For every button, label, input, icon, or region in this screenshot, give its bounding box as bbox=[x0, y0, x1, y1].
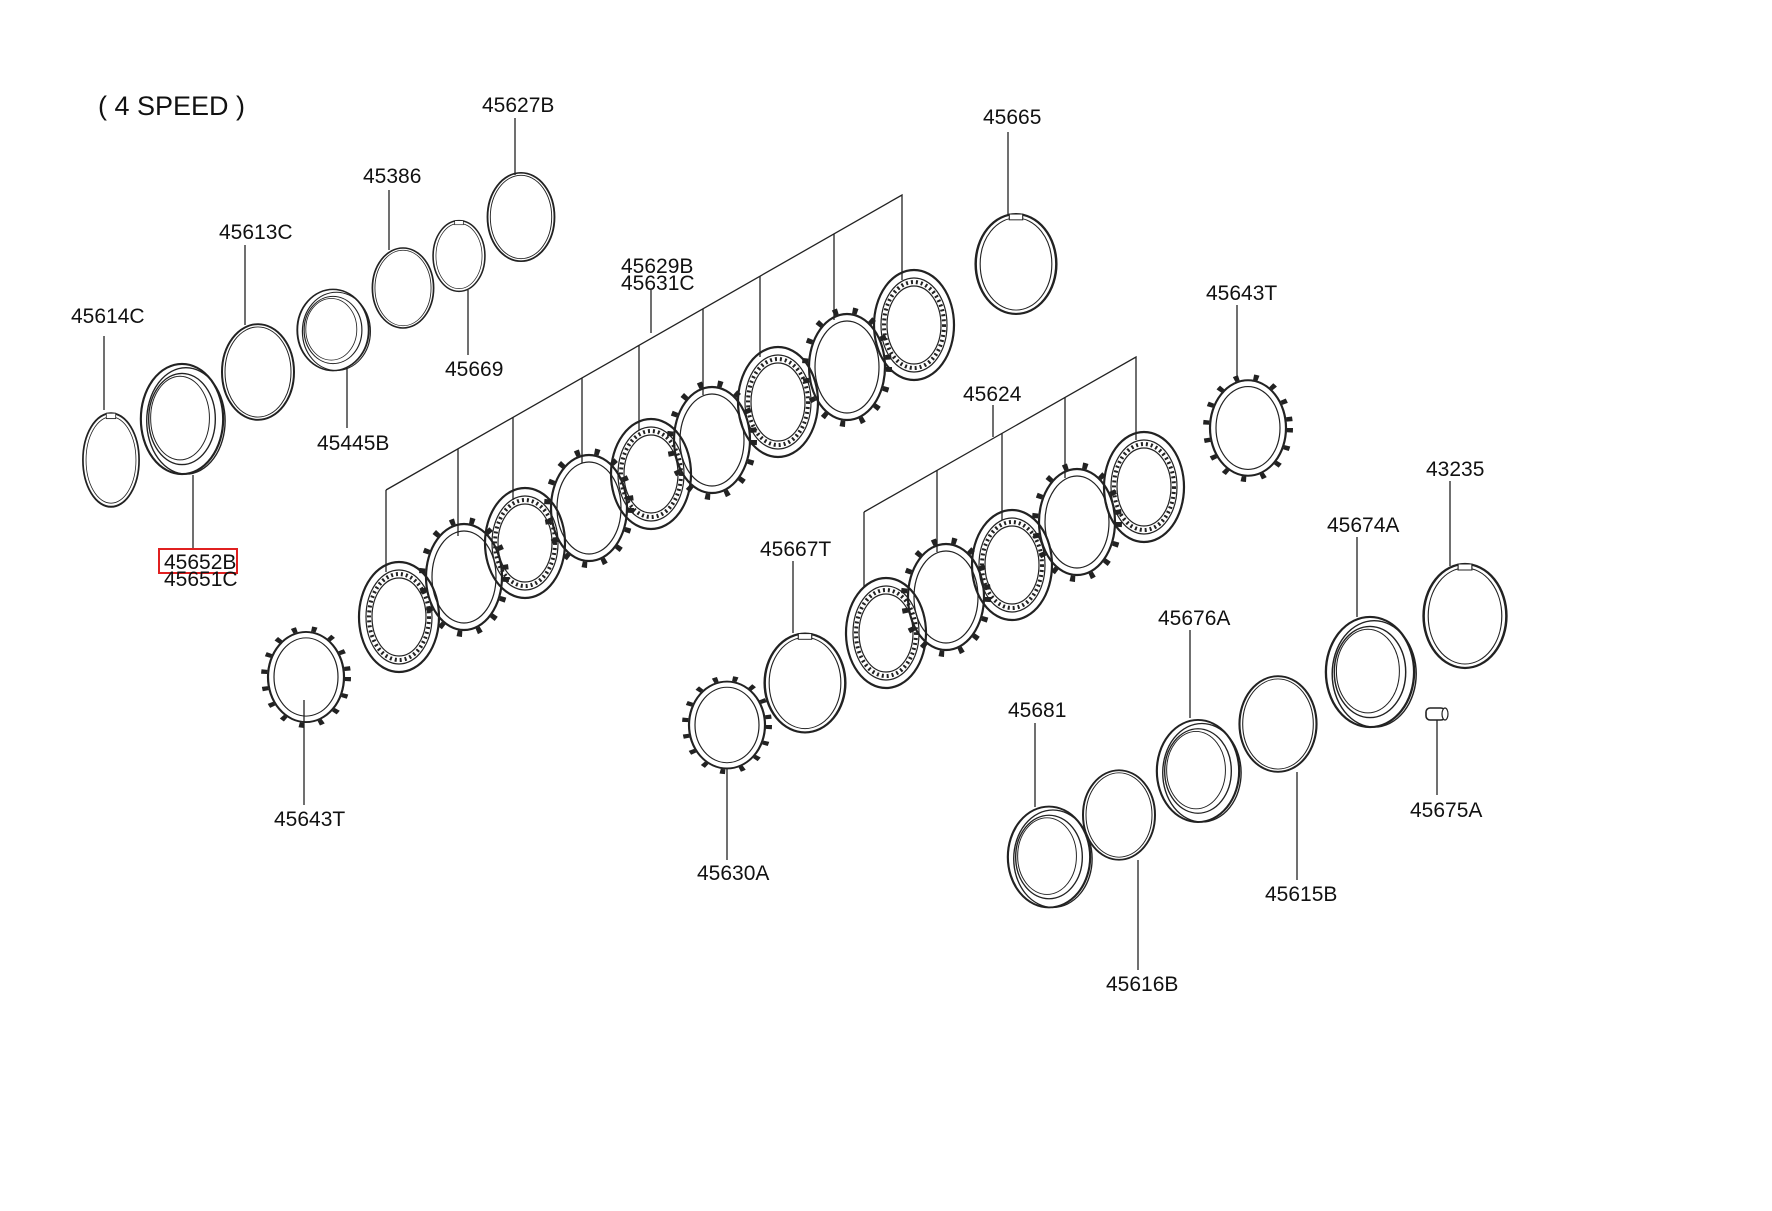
part-45616B-shape bbox=[1082, 769, 1156, 861]
label-45669: 45669 bbox=[445, 358, 503, 381]
part-45613C-shape bbox=[221, 323, 295, 421]
part-45630A-shape bbox=[685, 678, 769, 771]
part-45681-shape bbox=[1006, 805, 1094, 909]
part-43235-shape bbox=[1422, 562, 1508, 670]
pack-lower-bracket bbox=[863, 355, 1137, 513]
highlight-box-45652B bbox=[158, 548, 238, 574]
label-45665: 45665 bbox=[983, 106, 1041, 129]
label-45681: 45681 bbox=[1008, 699, 1066, 722]
label-45629B: 45629B bbox=[621, 255, 693, 278]
label-45627B: 45627B bbox=[482, 94, 554, 117]
part-45627B-shape bbox=[486, 171, 556, 263]
pack-upper-bracket bbox=[385, 193, 903, 491]
part-45386-shape bbox=[371, 247, 435, 329]
part-45665-shape bbox=[974, 212, 1058, 316]
upper-pack-plate-7 bbox=[736, 345, 820, 459]
label-45652B[interactable]: 45652B bbox=[164, 551, 236, 574]
label-45624: 45624 bbox=[963, 383, 1022, 406]
part-45643T-upper-shape bbox=[1206, 377, 1290, 480]
label-45631C: 45631C bbox=[621, 272, 695, 295]
label-45615B: 45615B bbox=[1265, 883, 1337, 906]
label-45675A: 45675A bbox=[1410, 799, 1482, 822]
label-45651C: 45651C bbox=[164, 568, 238, 591]
upper-pack-plate-9 bbox=[872, 268, 956, 382]
label-43235: 43235 bbox=[1426, 458, 1484, 481]
part-45614C-shape bbox=[81, 412, 141, 508]
label-45667T: 45667T bbox=[760, 538, 831, 561]
label-45674A: 45674A bbox=[1327, 514, 1399, 537]
lower-pack-plate-4 bbox=[1035, 465, 1119, 579]
label-45676A: 45676A bbox=[1158, 607, 1230, 630]
speed-header: ( 4 SPEED ) bbox=[98, 91, 245, 121]
part-45652B-shape bbox=[139, 362, 227, 476]
part-45676A-shape bbox=[1155, 718, 1243, 824]
label-45643T-upper: 45643T bbox=[1206, 282, 1277, 305]
part-45643T-lower-shape bbox=[264, 629, 348, 726]
part-45674A-shape bbox=[1324, 615, 1418, 729]
part-45667T-shape bbox=[763, 632, 847, 734]
label-45613C: 45613C bbox=[219, 221, 293, 244]
part-45669-shape bbox=[432, 219, 486, 293]
part-45615B-shape bbox=[1238, 675, 1318, 773]
label-45643T-lower: 45643T bbox=[274, 808, 345, 831]
label-45614C: 45614C bbox=[71, 305, 145, 328]
label-45445B: 45445B bbox=[317, 432, 389, 455]
label-45386: 45386 bbox=[363, 165, 421, 188]
label-45616B: 45616B bbox=[1106, 973, 1178, 996]
label-45630A: 45630A bbox=[697, 862, 769, 885]
lower-pack-plate-5 bbox=[1102, 430, 1186, 544]
part-45445B-shape bbox=[296, 288, 372, 372]
